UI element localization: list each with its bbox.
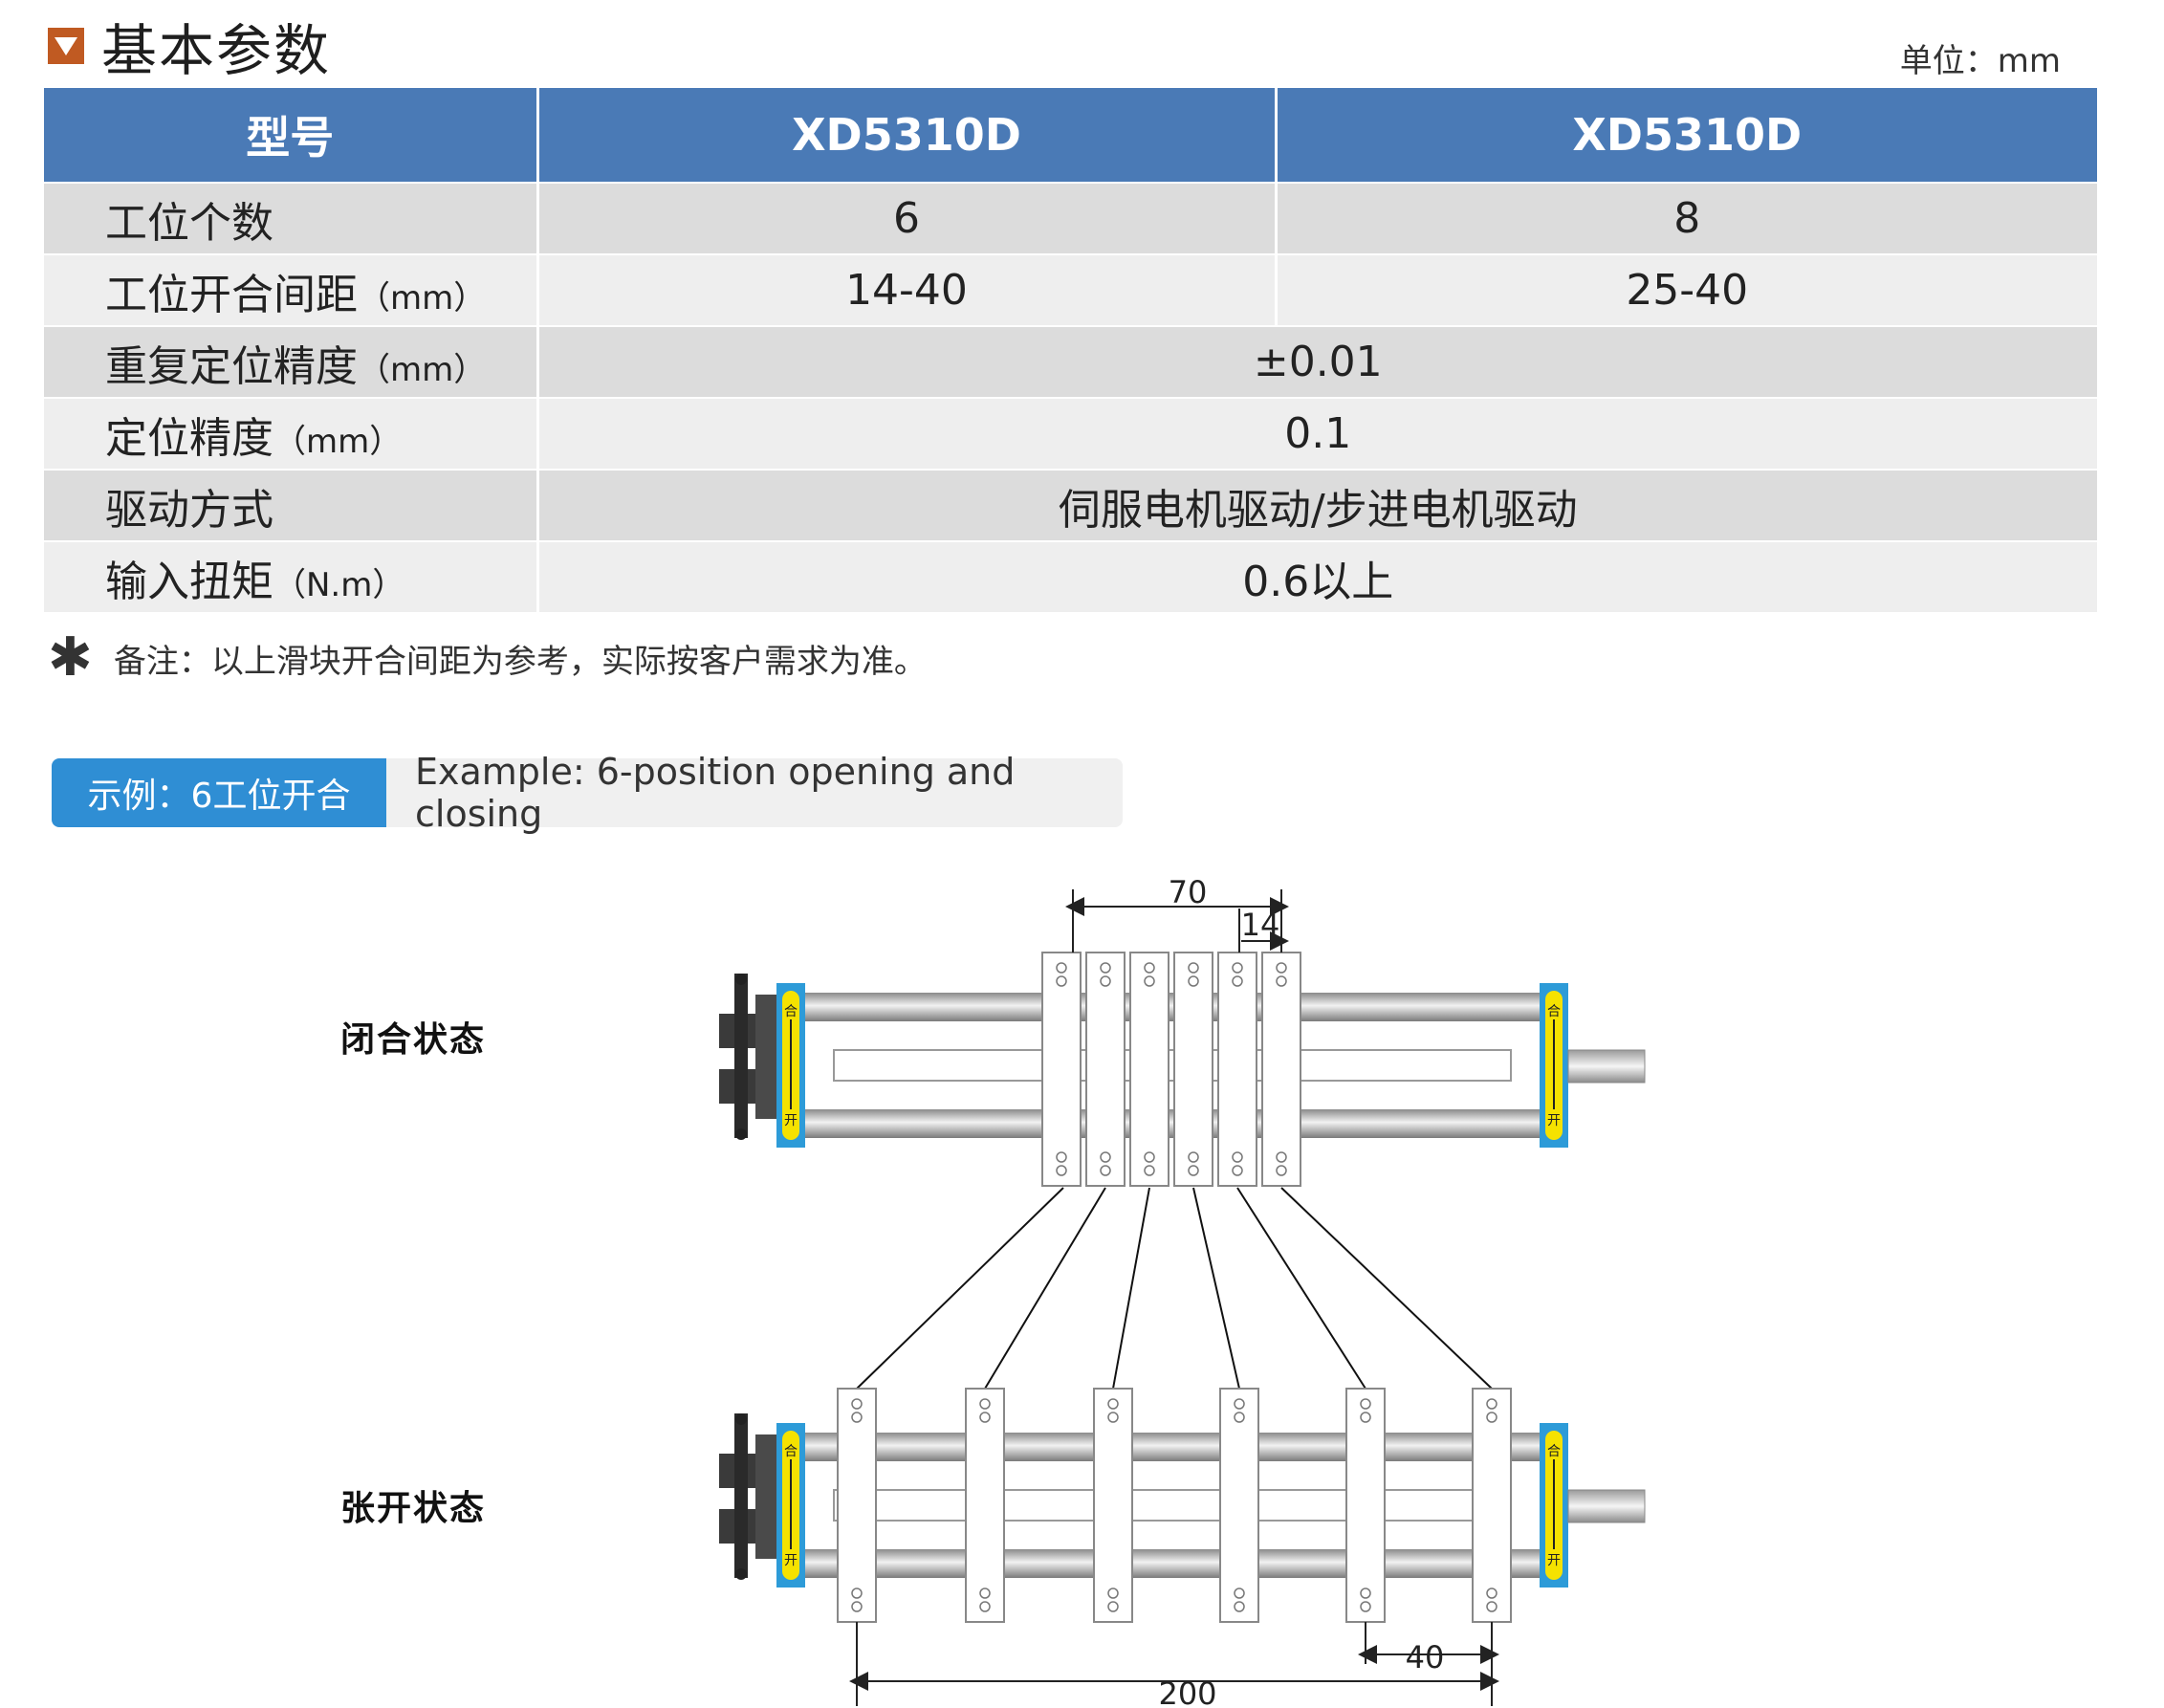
cell-value: 0.1 xyxy=(537,397,2097,470)
table-row: 工位开合间距（mm） 14-40 25-40 xyxy=(44,253,2097,326)
table-row: 工位个数 6 8 xyxy=(44,182,2097,254)
svg-text:合: 合 xyxy=(1547,1444,1561,1459)
section-title: 基本参数 xyxy=(101,18,332,83)
slider xyxy=(1261,952,1301,1187)
cell-value: 6 xyxy=(537,182,1278,254)
slider xyxy=(1041,952,1082,1187)
example-english: Example: 6-position opening and closing xyxy=(386,751,1123,835)
open-dimensions xyxy=(849,1622,1499,1706)
header-model-a: XD5310D xyxy=(537,88,1278,183)
row-label: 工位开合间距（mm） xyxy=(44,253,539,326)
slider xyxy=(837,1388,877,1623)
slider xyxy=(1345,1388,1386,1623)
closed-sliders xyxy=(1041,952,1301,1187)
slider xyxy=(965,1388,1005,1623)
row-label: 重复定位精度（mm） xyxy=(44,325,539,398)
open-state-label: 张开状态 xyxy=(340,1489,487,1528)
header-model: 型号 xyxy=(44,88,539,183)
section-marker-icon xyxy=(48,28,84,64)
example-tag: 示例：6工位开合 xyxy=(52,758,386,827)
open-sliders xyxy=(837,1388,1512,1623)
upper-rail xyxy=(805,1433,1540,1461)
row-label: 输入扭矩（N.m） xyxy=(44,540,539,612)
svg-text:开: 开 xyxy=(784,1553,798,1568)
dimension-70: 70 xyxy=(1169,874,1208,910)
svg-text:合: 合 xyxy=(784,1004,798,1019)
table-row: 输入扭矩（N.m） 0.6以上 xyxy=(44,540,2097,612)
row-label: 驱动方式 xyxy=(44,469,539,541)
asterisk-icon: ✱ xyxy=(48,626,93,689)
example-banner: 示例：6工位开合 Example: 6-position opening and… xyxy=(52,751,1123,835)
closed-state-label: 闭合状态 xyxy=(340,1020,487,1060)
connector-lines xyxy=(856,1187,1493,1390)
section-header: 基本参数 xyxy=(48,8,331,84)
dimension-200: 200 xyxy=(1158,1675,1216,1708)
cell-value: 伺服电机驱动/步进电机驱动 xyxy=(537,469,2097,541)
spec-table: 型号 XD5310D XD5310D 工位个数 6 8 工位开合间距（mm） 1… xyxy=(44,88,2097,612)
drive-shaft xyxy=(1567,1049,1646,1084)
slider xyxy=(1219,1388,1259,1623)
slider xyxy=(1129,952,1169,1187)
slider xyxy=(1173,952,1213,1187)
svg-text:开: 开 xyxy=(1547,1113,1561,1128)
row-label: 工位个数 xyxy=(44,182,539,254)
footnote: ✱ 备注：以上滑块开合间距为参考，实际按客户需求为准。 xyxy=(48,631,927,685)
motor-coupling-icon xyxy=(719,1413,776,1580)
header-model-b: XD5310D xyxy=(1276,88,2097,183)
cell-value: 0.6以上 xyxy=(537,540,2097,612)
motor-coupling-icon xyxy=(719,974,776,1140)
cell-value: 25-40 xyxy=(1276,253,2097,326)
upper-rail xyxy=(805,993,1540,1021)
row-label: 定位精度（mm） xyxy=(44,397,539,470)
closed-assembly: 合 开 合 开 xyxy=(719,874,1646,1187)
closed-dimensions xyxy=(1065,889,1289,953)
slider xyxy=(1472,1388,1512,1623)
cell-value: 14-40 xyxy=(537,253,1278,326)
slider xyxy=(1217,952,1257,1187)
dimension-40: 40 xyxy=(1406,1639,1445,1675)
svg-text:开: 开 xyxy=(1547,1553,1561,1568)
footnote-text: 备注：以上滑块开合间距为参考，实际按客户需求为准。 xyxy=(113,642,927,681)
table-row: 驱动方式 伺服电机驱动/步进电机驱动 xyxy=(44,469,2097,541)
cell-value: ±0.01 xyxy=(537,325,2097,398)
lower-rail xyxy=(805,1549,1540,1578)
dimension-14: 14 xyxy=(1241,907,1280,943)
table-row: 定位精度（mm） 0.1 xyxy=(44,397,2097,470)
table-row: 重复定位精度（mm） ±0.01 xyxy=(44,325,2097,398)
svg-text:合: 合 xyxy=(784,1444,798,1459)
unit-label: 单位：mm xyxy=(1899,42,2061,80)
slider xyxy=(1085,952,1126,1187)
table-header-row: 型号 XD5310D XD5310D xyxy=(44,88,2097,183)
drive-shaft xyxy=(1567,1489,1646,1523)
slider xyxy=(1093,1388,1133,1623)
lower-rail xyxy=(805,1109,1540,1138)
svg-text:开: 开 xyxy=(784,1113,798,1128)
open-assembly: 合 开 合 开 xyxy=(719,1388,1646,1708)
svg-text:合: 合 xyxy=(1547,1004,1561,1019)
cell-value: 8 xyxy=(1276,182,2097,254)
